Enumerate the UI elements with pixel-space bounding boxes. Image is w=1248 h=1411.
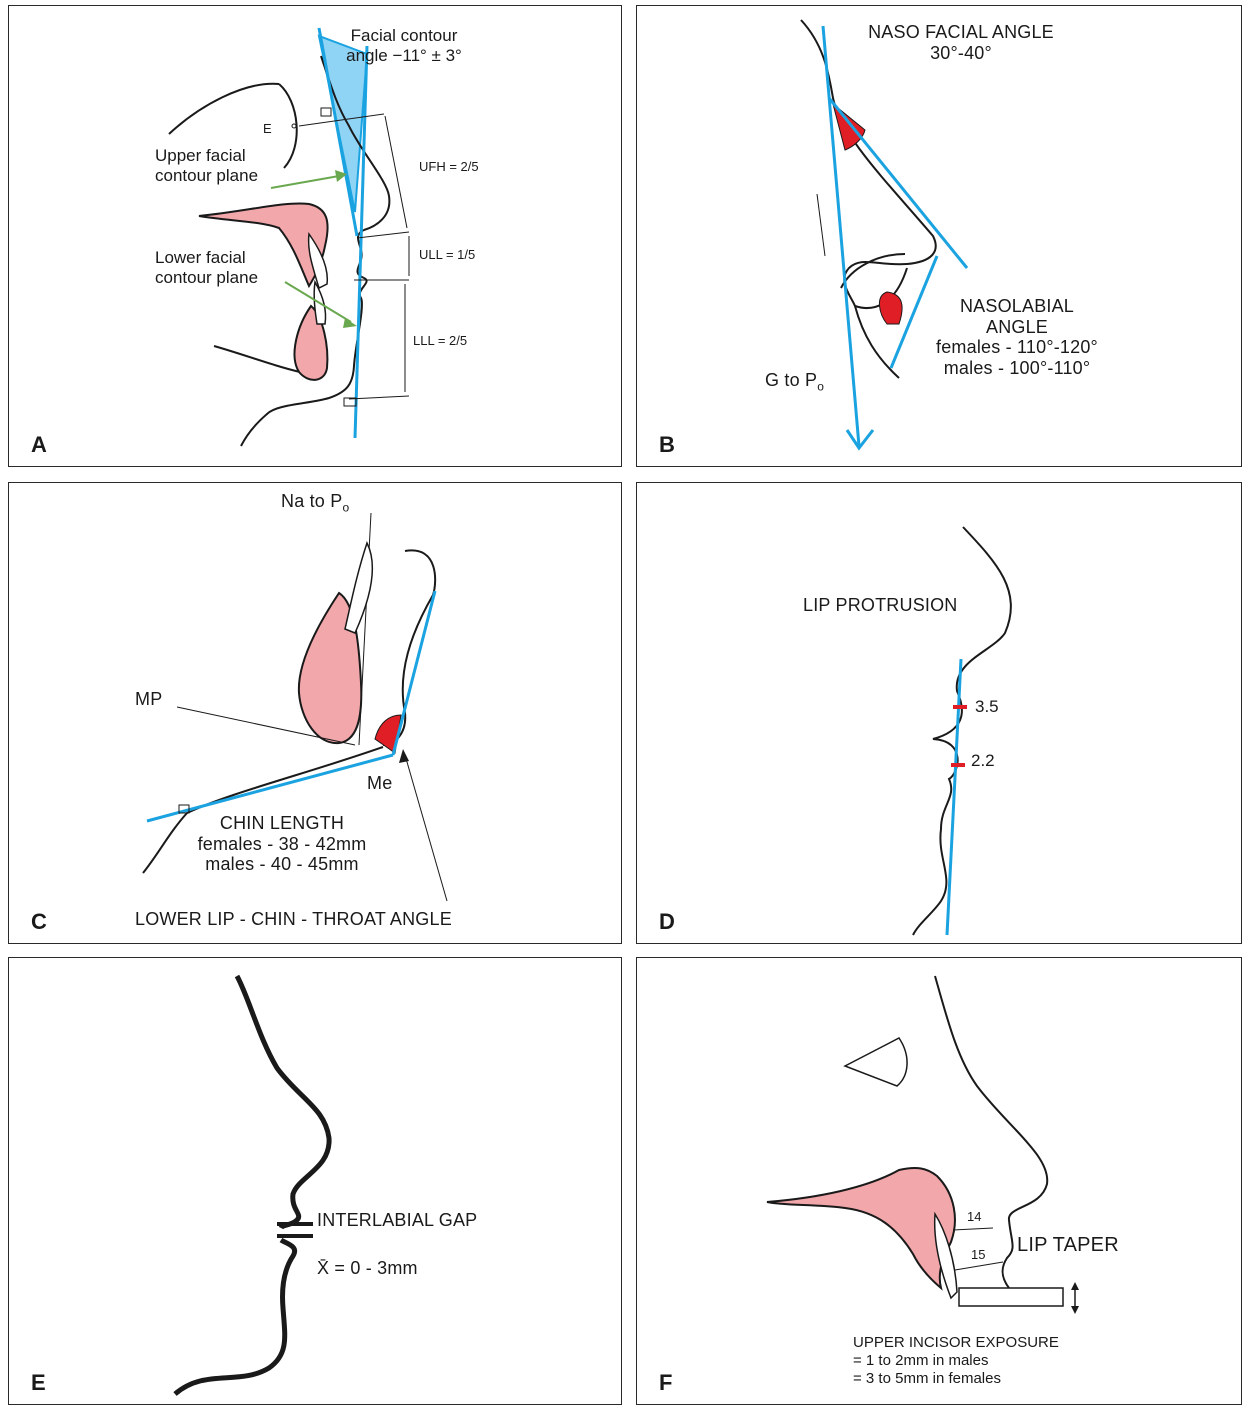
lll-label: LLL = 2/5 bbox=[413, 334, 467, 349]
right-angle-marker-top bbox=[321, 108, 331, 116]
upper-taper-value: 14 bbox=[967, 1210, 981, 1225]
nasal-base-line bbox=[841, 254, 905, 288]
lower-lip-value: 2.2 bbox=[971, 751, 995, 771]
incisor-exposure-males: = 1 to 2mm in males bbox=[853, 1352, 1059, 1370]
lip-chin-line bbox=[393, 591, 435, 755]
chin-length-label: CHIN LENGTH females - 38 - 42mm males - … bbox=[177, 813, 387, 875]
panel-d: LIP PROTRUSION 3.5 2.2 D bbox=[636, 482, 1242, 944]
exposure-arrow-top bbox=[1071, 1282, 1079, 1290]
facial-contour-angle-line1: Facial contour bbox=[329, 26, 479, 46]
nasolabial-line2: ANGLE bbox=[917, 317, 1117, 338]
nasolabial-males: males - 100°-110° bbox=[917, 358, 1117, 379]
interlabial-gap-title: INTERLABIAL GAP bbox=[317, 1210, 477, 1231]
panel-d-drawing bbox=[637, 483, 1242, 944]
upper-plane-label: Upper facial contour plane bbox=[155, 146, 258, 185]
lip-protrusion-title: LIP PROTRUSION bbox=[803, 595, 958, 616]
nasal-dorsum-line bbox=[829, 98, 967, 268]
throat-angle-label: LOWER LIP - CHIN - THROAT ANGLE bbox=[135, 909, 452, 930]
panel-f-letter: F bbox=[659, 1370, 672, 1396]
lower-incisor bbox=[345, 543, 372, 633]
lower-plane-label: Lower facial contour plane bbox=[155, 248, 258, 287]
nasolabial-angle-label: NASOLABIAL ANGLE females - 110°-120° mal… bbox=[917, 296, 1117, 379]
throat-angle-pointer-head bbox=[399, 749, 409, 763]
panel-a-letter: A bbox=[31, 432, 47, 458]
g-to-po-arrowhead bbox=[847, 430, 873, 448]
lower-plane-line2: contour plane bbox=[155, 268, 258, 288]
incisor-exposure-block bbox=[959, 1288, 1063, 1306]
g-to-po-label: G to Po bbox=[765, 370, 824, 394]
panel-b-drawing bbox=[637, 6, 1242, 467]
panel-e-letter: E bbox=[31, 1370, 46, 1396]
panel-b: NASO FACIAL ANGLE 30°-40° NASOLABIAL ANG… bbox=[636, 5, 1242, 467]
ull-label: ULL = 1/5 bbox=[419, 248, 475, 263]
lip-chin-profile bbox=[383, 550, 435, 745]
menton-reference-line bbox=[349, 396, 409, 399]
na-to-po-text: Na to P bbox=[281, 491, 342, 511]
facial-contour-angle-label: Facial contour angle −11° ± 3° bbox=[329, 26, 479, 65]
nose-profile bbox=[801, 20, 936, 378]
profile-lower bbox=[175, 1240, 295, 1394]
eye-orbit-outline bbox=[279, 84, 297, 168]
upper-plane-pointer bbox=[271, 176, 339, 188]
panel-e-drawing bbox=[9, 958, 622, 1405]
ufh-label: UFH = 2/5 bbox=[419, 160, 479, 175]
incisor-exposure-title: UPPER INCISOR EXPOSURE bbox=[853, 1334, 1059, 1352]
e-label: E bbox=[263, 122, 272, 137]
panel-f: 14 15 LIP TAPER UPPER INCISOR EXPOSURE =… bbox=[636, 957, 1242, 1405]
panel-b-letter: B bbox=[659, 432, 675, 458]
lower-taper-value: 15 bbox=[971, 1248, 985, 1263]
mp-label: MP bbox=[135, 689, 162, 710]
nasolabial-females: females - 110°-120° bbox=[917, 337, 1117, 358]
profile-upper bbox=[237, 976, 329, 1228]
naso-facial-title: NASO FACIAL ANGLE bbox=[851, 22, 1071, 43]
naso-facial-angle-label: NASO FACIAL ANGLE 30°-40° bbox=[851, 22, 1071, 63]
panel-e: INTERLABIAL GAP X̄ = 0 - 3mm E bbox=[8, 957, 622, 1405]
interlabial-gap-mean: X̄ = 0 - 3mm bbox=[317, 1258, 418, 1279]
naso-facial-value: 30°-40° bbox=[851, 43, 1071, 64]
panel-d-letter: D bbox=[659, 909, 675, 935]
na-to-po-subscript: o bbox=[342, 501, 349, 515]
panel-a: Facial contour angle −11° ± 3° E Upper f… bbox=[8, 5, 622, 467]
me-label: Me bbox=[367, 773, 392, 794]
g-to-po-text: G to P bbox=[765, 370, 817, 390]
na-to-po-label: Na to Po bbox=[281, 491, 349, 515]
lip-taper-label: LIP TAPER bbox=[1017, 1234, 1119, 1257]
e-point bbox=[292, 124, 296, 128]
maxilla-soft-tissue bbox=[767, 1168, 955, 1288]
lip-taper-lower-measure bbox=[955, 1262, 1003, 1270]
small-arrow bbox=[817, 194, 825, 256]
upper-plane-line2: contour plane bbox=[155, 166, 258, 186]
g-to-po-line bbox=[823, 26, 859, 446]
lower-plane-line1: Lower facial bbox=[155, 248, 258, 268]
chin-length-males: males - 40 - 45mm bbox=[177, 854, 387, 875]
chin-length-title: CHIN LENGTH bbox=[177, 813, 387, 834]
incisor-exposure-label: UPPER INCISOR EXPOSURE = 1 to 2mm in mal… bbox=[853, 1334, 1059, 1388]
panel-c-letter: C bbox=[31, 909, 47, 935]
exposure-arrow-bottom bbox=[1071, 1306, 1079, 1314]
chin-throat-line bbox=[147, 755, 393, 821]
lip-taper-upper-measure bbox=[953, 1228, 993, 1230]
nasolabial-angle-fill bbox=[879, 292, 902, 324]
stomion-reference-line bbox=[357, 232, 409, 238]
eye-outline bbox=[845, 1038, 907, 1086]
incisor-exposure-females: = 3 to 5mm in females bbox=[853, 1370, 1059, 1388]
chin-length-females: females - 38 - 42mm bbox=[177, 834, 387, 855]
lip-profile bbox=[913, 527, 1011, 935]
panel-c: Na to Po MP Me CHIN LENGTH females - 38 … bbox=[8, 482, 622, 944]
panel-a-drawing bbox=[9, 6, 622, 467]
nasolabial-line1: NASOLABIAL bbox=[917, 296, 1117, 317]
throat-angle-pointer bbox=[405, 755, 447, 901]
lower-plane-pointer-head bbox=[343, 318, 357, 328]
facial-contour-angle-line2: angle −11° ± 3° bbox=[329, 46, 479, 66]
g-to-po-subscript: o bbox=[817, 380, 824, 394]
upper-lip-value: 3.5 bbox=[975, 697, 999, 717]
upper-plane-line1: Upper facial bbox=[155, 146, 258, 166]
